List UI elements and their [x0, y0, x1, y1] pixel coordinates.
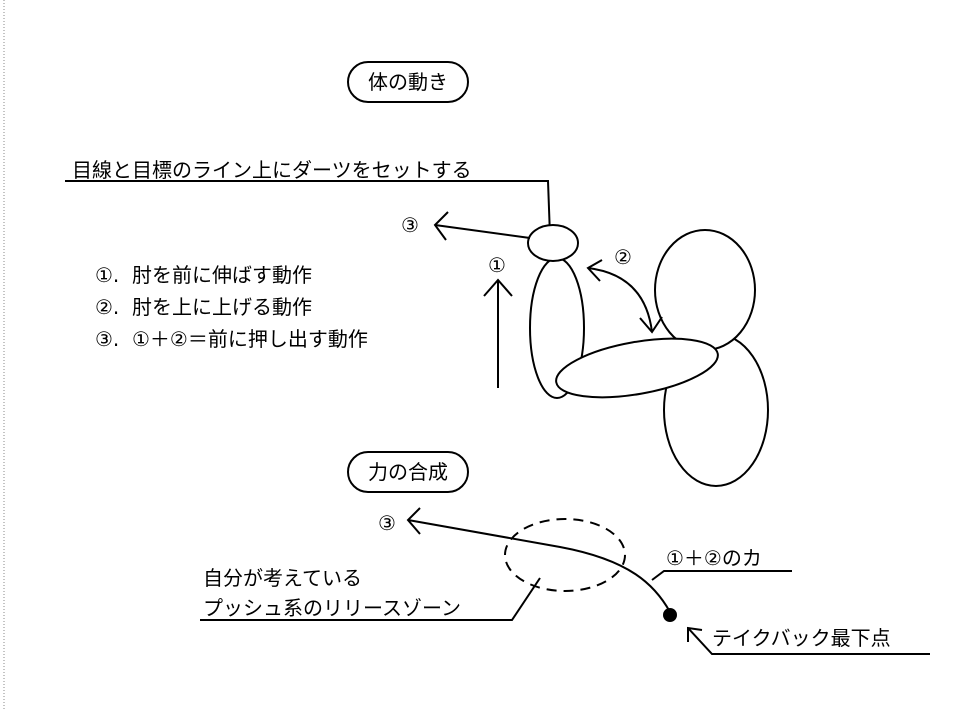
hand-shape — [527, 224, 579, 262]
title-force: 力の合成 — [368, 460, 448, 484]
release-zone-leader — [200, 577, 541, 621]
arrow-one-label: ① — [488, 253, 506, 277]
combined-force-label: ①＋②のカ — [666, 546, 762, 570]
title-body-motion: 体の動き — [368, 70, 448, 94]
legend-item-3: ③. ①＋②＝前に押し出す動作 — [95, 327, 368, 351]
legend-item-1: ①. 肘を前に伸ばす動作 — [95, 263, 312, 287]
takeback-point — [663, 608, 677, 622]
arrow-one — [483, 278, 513, 388]
release-zone-label-2: プッシュ系のリリースゾーン — [203, 596, 461, 620]
dart-line-leader — [65, 180, 551, 237]
arrow-three — [433, 211, 531, 241]
title-pill-force: 力の合成 — [347, 451, 469, 493]
dart-line-label: 目線と目標のライン上にダーツをセットする — [72, 158, 472, 182]
arrow-three-label: ③ — [401, 213, 419, 237]
arrow-two — [586, 259, 663, 334]
force-arrow-label: ③ — [378, 511, 396, 535]
takeback-label: テイクバック最下点 — [712, 626, 891, 650]
head-shape — [654, 229, 756, 351]
legend-item-2: ②. 肘を上に上げる動作 — [95, 295, 312, 319]
release-zone-ellipse — [504, 518, 626, 592]
arrow-two-label: ② — [614, 245, 632, 269]
takeback-leader — [687, 626, 930, 655]
force-trajectory-arrow — [406, 507, 671, 613]
combined-force-leader — [651, 570, 792, 581]
release-zone-label-1: 自分が考えている — [203, 566, 362, 590]
forearm-shape — [555, 337, 719, 399]
title-pill-body-motion: 体の動き — [347, 61, 469, 103]
